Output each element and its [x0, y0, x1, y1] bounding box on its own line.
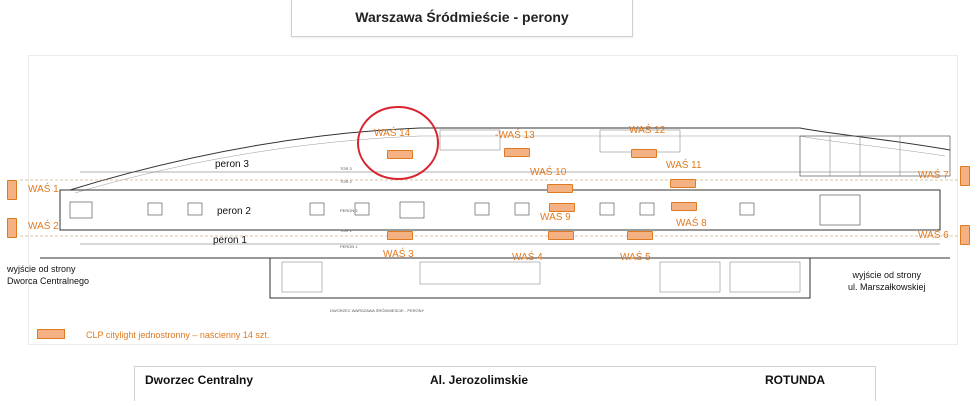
exit-right-line2: ul. Marszałkowskiej — [848, 282, 926, 292]
ad-panel-was4 — [548, 231, 574, 240]
ad-panel-was2 — [7, 218, 17, 238]
ad-panel-was7 — [960, 166, 970, 186]
ad-label-was5: WAŚ 5 — [620, 252, 651, 263]
legend-swatch — [37, 329, 65, 339]
exit-right-label: wyjście od strony ul. Marszałkowskiej — [848, 269, 926, 293]
page-title: Warszawa Śródmieście - perony — [355, 9, 569, 25]
title-box: Warszawa Śródmieście - perony — [291, 0, 633, 37]
ad-label-was12: WAŚ 12 — [629, 125, 666, 136]
platform-3-label: peron 3 — [215, 159, 249, 170]
track-label-peron2: PERON 2 — [340, 208, 358, 213]
ad-panel-was11 — [670, 179, 696, 188]
ad-label-was8: WAŚ 8 — [676, 218, 707, 229]
direction-middle: Al. Jerozolimskie — [430, 373, 529, 387]
platform-2-outline — [59, 189, 941, 231]
ad-panel-was8 — [671, 202, 697, 211]
ad-label-was10: WAŚ 10 — [530, 167, 567, 178]
track-label-peron1: PERON 1 — [340, 244, 358, 249]
track-label-tor2: TOR 2 — [340, 179, 352, 184]
direction-left: Dworzec Centralny — [145, 373, 254, 387]
plan-caption: DWORZEC WARSZAWA ŚRÓDMIEŚCIE - PERONY — [330, 308, 425, 313]
platform-1-label: peron 1 — [213, 235, 247, 246]
ad-label-was2: WAŚ 2 — [28, 221, 59, 232]
track-label-tor3: TOR 3 — [340, 166, 352, 171]
stairs-left — [69, 201, 93, 219]
ad-label-was11: WAŚ 11 — [666, 160, 702, 171]
ad-label-was1: WAŚ 1 — [28, 184, 59, 195]
exit-left-line2: Dworca Centralnego — [7, 276, 90, 286]
highlight-circle — [357, 106, 439, 180]
direction-right: ROTUNDA — [765, 373, 825, 387]
ad-label-was4: WAŚ 4 — [512, 252, 543, 263]
exit-left-label: wyjście od strony Dworca Centralnego — [7, 263, 89, 287]
ad-panel-was3 — [387, 231, 413, 240]
plan-frame — [28, 55, 958, 345]
ad-label-was6: WAŚ 6 — [918, 230, 949, 241]
ad-label-was9: WAŚ 9 — [540, 212, 571, 223]
ad-panel-was12 — [631, 149, 657, 158]
stairs-center — [399, 201, 425, 219]
stairs-right — [819, 194, 861, 226]
direction-bar — [134, 366, 876, 401]
ad-panel-was14 — [387, 150, 413, 159]
ad-panel-was6 — [960, 225, 970, 245]
exit-left-line1: wyjście od strony — [7, 264, 76, 274]
upper-wall — [69, 127, 951, 191]
ad-label-was3: WAŚ 3 — [383, 249, 414, 260]
ad-label-was7: WAŚ 7 — [918, 170, 949, 181]
ad-label-was13: -WAŚ 13 — [495, 130, 535, 141]
exit-right-line1: wyjście od strony — [852, 270, 922, 280]
upper-rooms — [799, 135, 951, 177]
ad-panel-was13 — [504, 148, 530, 157]
ad-panel-was5 — [627, 231, 653, 240]
ad-panel-was1 — [7, 180, 17, 200]
legend-text: CLP citylight jednostronny – naścienny 1… — [86, 330, 270, 340]
lower-building — [269, 257, 811, 299]
ad-panel-was9 — [549, 203, 575, 212]
platform-2-label: peron 2 — [217, 206, 251, 217]
ad-panel-was10 — [547, 184, 573, 193]
ad-label-was14: WAŚ 14 — [374, 128, 411, 139]
track-label-tor1: TOR 1 — [340, 228, 352, 233]
upper-wall-inner — [74, 135, 946, 194]
